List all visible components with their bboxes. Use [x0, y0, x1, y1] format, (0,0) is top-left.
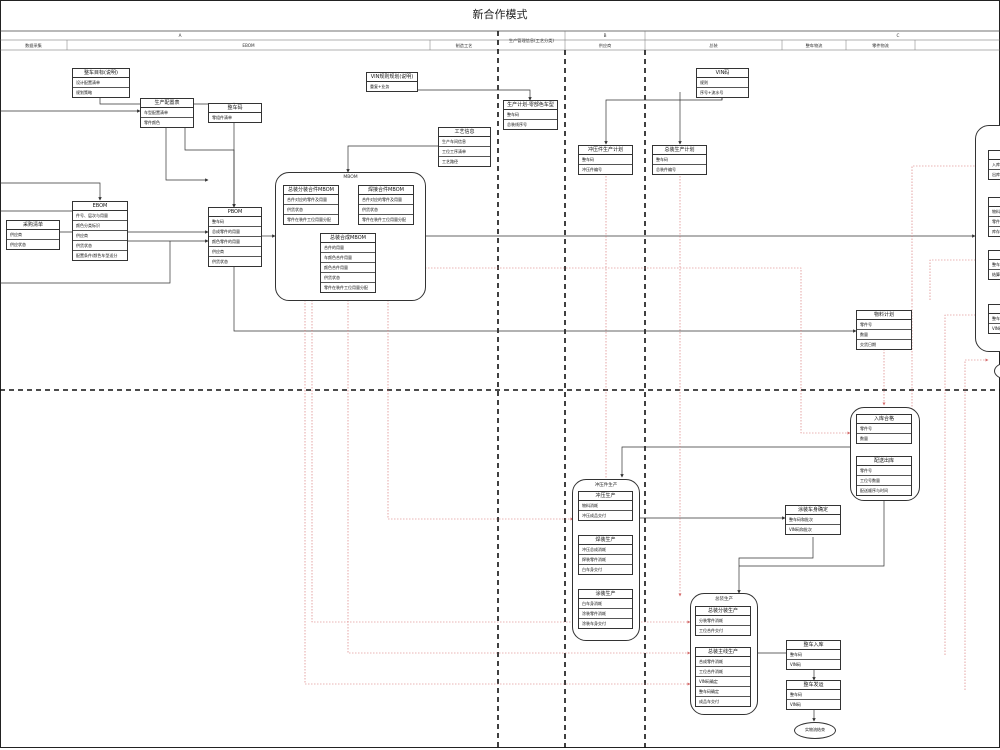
header-lane-prodmgmt: 生产管理信息(工艺分类): [508, 38, 555, 43]
node-vehicle-spec[interactable]: 整车目标(说明) 设计配置清单 规划策略: [72, 68, 130, 98]
node-main-line[interactable]: 总装主线生产 合成零件消耗 工位合件消耗 VIN码确定 整车码确定 成品车交付: [695, 647, 751, 707]
node-mbom-weld[interactable]: 焊接合件MBOM 合件对应的零件及用量 供货状态 零件在装件工位用量分配: [358, 185, 414, 225]
node-purchase[interactable]: 采购清单 供应商 供应状态: [6, 220, 60, 250]
node-right-1[interactable]: 入库 出库: [988, 150, 1000, 180]
node-body-no[interactable]: 涂装车身确定 整车码和批次 VIN码和批次: [785, 505, 841, 535]
node-paint-prod[interactable]: 涂装生产 白车身消耗 涂装零件消耗 涂装车身交付: [578, 589, 633, 629]
lane-dashes: [0, 31, 1000, 748]
header-separators: [66, 31, 916, 50]
header-section-a: A: [178, 33, 182, 38]
node-dispatch[interactable]: 配送出库 零件号 工位号数量 配送顺序与时间: [856, 456, 912, 496]
node-vehicle-in[interactable]: 整车入库 整车码 VIN码: [786, 640, 841, 670]
node-right-4[interactable]: 整车 VIN码: [988, 304, 1000, 334]
header-lane-vehicle-logistics: 整车物流: [805, 43, 823, 48]
node-right-3[interactable]: 整车 结算: [988, 250, 1000, 280]
node-vin-code[interactable]: VIN码 规则 序号+流水号: [696, 68, 749, 98]
node-stamp-plan[interactable]: 冲压件生产计划 整车码 冲压件编号: [578, 145, 633, 175]
terminal-end[interactable]: 实物流结束: [794, 722, 836, 739]
node-prod-plan-top[interactable]: 生产计划-零部色车型 整车码 总装线序号: [503, 100, 558, 130]
header-lane-data: 数据采集: [25, 43, 42, 48]
node-material-plan[interactable]: 物料计划 零件号 数量 交货日期: [856, 310, 912, 350]
node-sub-assy[interactable]: 总装分装生产 分装零件消耗 工位合件交付: [695, 606, 751, 636]
header-lane-process: 制造工艺: [455, 43, 473, 48]
header-section-b: B: [603, 33, 607, 38]
page-title: 新合作模式: [472, 8, 528, 21]
header-lane-assembly: 总装: [709, 43, 718, 48]
node-vehicle-code[interactable]: 整车码 零组件清单: [208, 103, 262, 123]
node-assy-plan[interactable]: 总装生产计划 整车码 总装件编号: [652, 145, 707, 175]
flow-lines: [0, 89, 976, 722]
node-pbom[interactable]: PBOM 整车码 总成零件的用量 颜色零件的用量 供应商 供货状态: [208, 207, 262, 267]
node-mbom-assy-part[interactable]: 总装分装合件MBOM 合件对应的零件及用量 供货状态 零件在装件工位用量分配: [283, 185, 339, 225]
header-lane-supplier: 供应商: [598, 43, 612, 48]
node-stamp-prod[interactable]: 冲压生产 物料消耗 冲压成品交付: [578, 491, 633, 521]
header-section-c: C: [896, 33, 900, 38]
node-right-2[interactable]: 中 物料 零件 库存: [988, 197, 1000, 237]
node-weld-prod[interactable]: 焊装生产 冲压总成消耗 焊装零件消耗 白车身交付: [578, 535, 633, 575]
header-lane-part-logistics: 零件物流: [872, 43, 889, 48]
node-vehicle-out[interactable]: 整车发运 整车码 VIN码: [786, 680, 841, 710]
node-vin-rule[interactable]: VIN规则规划(说明) 重复+业务: [366, 72, 418, 92]
node-process-info[interactable]: 工艺信息 生产车间信息 工位工序清单 工艺路径: [438, 127, 491, 167]
info-lines: [304, 164, 989, 690]
header-lane-ebom: EBOM: [242, 43, 255, 48]
node-warehouse-in[interactable]: 入库合格 零件号 数量: [856, 414, 912, 444]
node-ebom[interactable]: EBOM 件号、层次与用量 颜色分类标识 供应商 供货状态 配置条件/颜色车型适…: [72, 201, 128, 261]
node-prod-config[interactable]: 生产配置表 车型配置清单 零件颜色: [140, 98, 194, 128]
node-mbom-final[interactable]: 总装合成MBOM 合件的用量 车颜色合件用量 颜色合件用量 供货状态 零件在装件…: [320, 233, 376, 293]
